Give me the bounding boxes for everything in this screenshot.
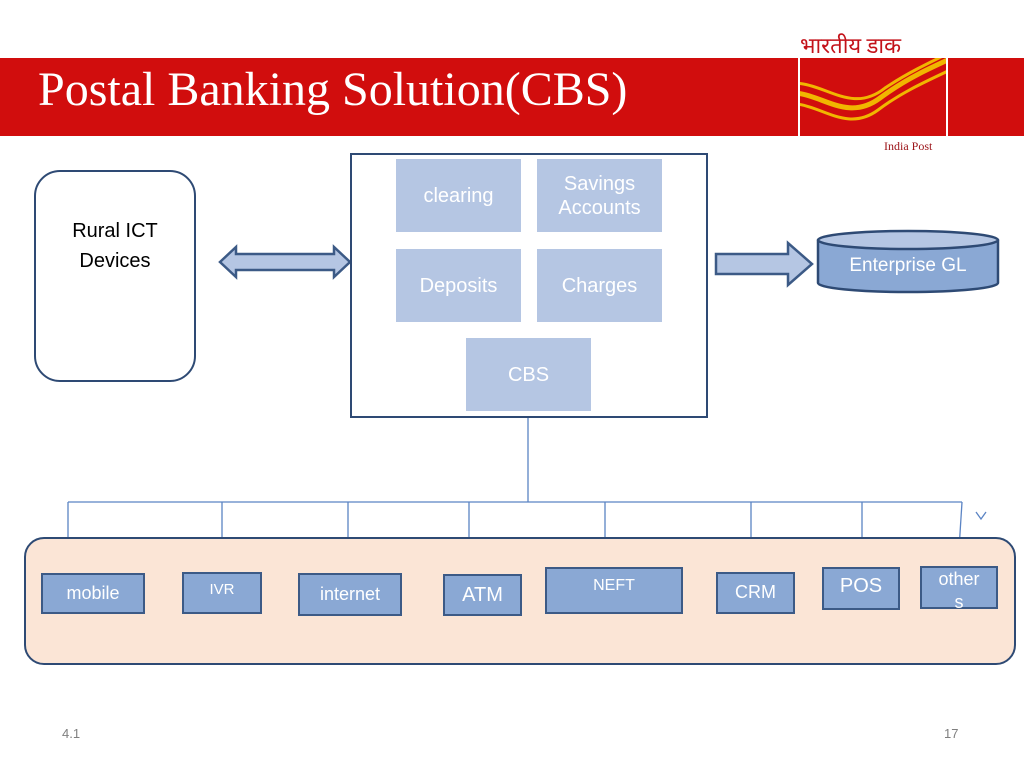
channel-others: other s [920, 566, 998, 612]
title-bar [0, 58, 1024, 136]
charges-module: Charges [537, 249, 662, 322]
channel-mobile: mobile [41, 573, 145, 614]
channel-crm: CRM [716, 572, 795, 614]
channel-internet: internet [298, 573, 402, 616]
channel-ivr: IVR [182, 572, 262, 614]
cbs-core-module: CBS [466, 338, 591, 411]
database-cylinder-icon [816, 229, 1000, 294]
logo-hindi-text: भारतीय डाक [800, 33, 902, 58]
channel-pos: POS [822, 567, 900, 610]
deposits-module: Deposits [396, 249, 521, 322]
clearing-module: clearing [396, 159, 521, 232]
slide-number: 17 [944, 726, 959, 741]
slide-title: Postal Banking Solution(CBS) [38, 63, 628, 116]
channel-neft: NEFT [545, 567, 683, 614]
rural-ict-devices-box: Rural ICT Devices [34, 170, 196, 382]
cbs-frame [350, 153, 708, 418]
channel-atm: ATM [443, 574, 522, 616]
enterprise-gl-label: Enterprise GL [849, 255, 967, 276]
right-arrow-icon [714, 240, 814, 288]
logo-english-text: India Post [884, 139, 933, 153]
savings-accounts-module: Savings Accounts [537, 159, 662, 232]
double-arrow-icon [218, 244, 352, 280]
rural-ict-devices-label: Rural ICT Devices [72, 220, 158, 272]
footer-left-label: 4.1 [62, 726, 81, 741]
